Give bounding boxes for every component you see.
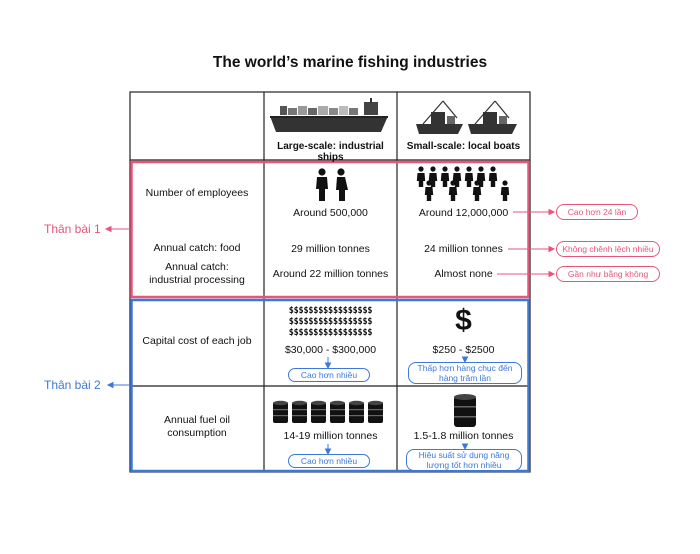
annotation-employees: Cao hơn 24 lần (556, 204, 638, 220)
annotation-capital-large: Cao hơn nhiều (288, 368, 370, 382)
oil-barrel-icon (273, 400, 383, 423)
label-capital-cost: Capital cost of each job (142, 335, 252, 347)
dollar-row: $$$$$$$$$$$$$$$$$ (288, 328, 373, 338)
dollar-sign-single: $ (455, 304, 472, 337)
annotation-catch-food: Không chênh lệch nhiều (556, 241, 660, 257)
large-fuel-oil: 14-19 million tonnes (283, 430, 378, 442)
annotation-fuel-small: Hiệu suất sử dụng năng lượng tốt hơn nhi… (406, 449, 522, 471)
small-capital-cost: $250 - $2500 (432, 344, 495, 356)
large-employees: Around 500,000 (293, 207, 368, 219)
people-icon (416, 166, 510, 201)
label-catch-industrial: Annual catch: industrial processing (149, 261, 245, 286)
oil-barrel-icon (454, 394, 476, 427)
header-large-scale: Large-scale: industrial ships (277, 141, 384, 163)
large-catch-food: 29 million tonnes (291, 243, 370, 255)
label-catch-food: Annual catch: food (153, 242, 241, 254)
fishing-boat-icon (416, 100, 517, 134)
large-catch-industrial: Around 22 million tonnes (272, 268, 389, 280)
section-frame-part1 (130, 160, 530, 299)
large-capital-cost: $30,000 - $300,000 (284, 344, 377, 356)
label-employees: Number of employees (145, 187, 249, 199)
small-catch-industrial: Almost none (434, 268, 493, 280)
arrow-part2 (106, 381, 130, 389)
dollar-row: $$$$$$$$$$$$$$$$$ (288, 317, 373, 327)
label-fuel-oil: Annual fuel oil consumption (164, 414, 230, 439)
annotation-fuel-large: Cao hơn nhiều (288, 454, 370, 468)
dollar-signs-many: $$$$$$$$$$$$$$$$$ $$$$$$$$$$$$$$$$$ $$$$… (264, 306, 397, 339)
side-label-part2: Thân bài 2 (44, 378, 101, 392)
header-small-scale: Small-scale: local boats (406, 141, 521, 152)
small-employees: Around 12,000,000 (418, 207, 509, 219)
page-title: The world’s marine fishing industries (212, 54, 488, 71)
people-icon (316, 168, 348, 201)
side-label-part1: Thân bài 1 (44, 222, 101, 236)
small-catch-food: 24 million tonnes (424, 243, 503, 255)
arrow-part1 (104, 225, 130, 233)
annotation-catch-industrial: Gần như bằng không (556, 266, 660, 282)
section-frame-part2 (130, 298, 530, 473)
small-fuel-oil: 1.5-1.8 million tonnes (413, 430, 514, 442)
annotation-capital-small: Thấp hơn hàng chục đến hàng trăm lần (408, 362, 522, 384)
cargo-ship-icon (270, 98, 388, 132)
dollar-row: $$$$$$$$$$$$$$$$$ (288, 306, 373, 316)
